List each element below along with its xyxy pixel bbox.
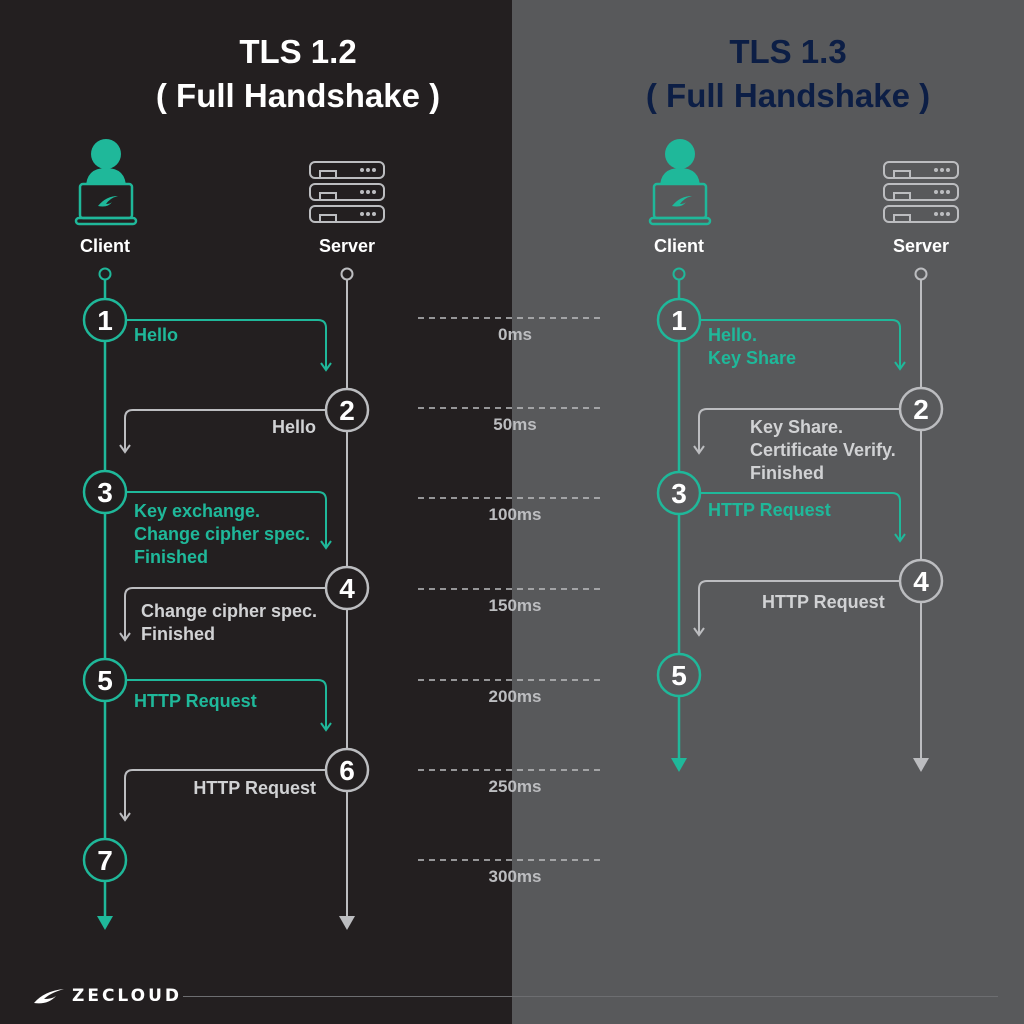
timeline-label: 100ms bbox=[488, 505, 542, 524]
timeline-label: 150ms bbox=[488, 596, 542, 615]
tls12-step-number-1: 1 bbox=[97, 305, 113, 336]
tls13-message-arrow-4 bbox=[698, 580, 900, 635]
tls12-title-subtitle: ( Full Handshake ) bbox=[155, 77, 441, 114]
tls12-message-label-1: Hello bbox=[134, 325, 179, 345]
tls13-arrowhead-3 bbox=[894, 533, 906, 543]
tls13-step-circle-1 bbox=[656, 297, 702, 343]
tls12-server-lifeline-start bbox=[340, 267, 354, 281]
tls13-server-lifeline-start bbox=[914, 267, 928, 281]
tls12-message-label-6: HTTP Request bbox=[193, 778, 316, 798]
tls13-client-icon bbox=[648, 139, 712, 226]
tls12-step-circle-1 bbox=[82, 297, 128, 343]
tls13-step-number-1: 1 bbox=[671, 305, 687, 336]
tls12-arrowhead-5 bbox=[320, 722, 332, 732]
tls12-arrowhead-2 bbox=[119, 444, 131, 454]
brand-name: ZECLOUD bbox=[72, 986, 183, 1006]
tls12-client-lifeline-start bbox=[98, 267, 112, 281]
tls13-client-lifeline-start bbox=[672, 267, 686, 281]
tls12-step-circle-7 bbox=[82, 837, 128, 883]
tls13-message-arrow-3 bbox=[700, 492, 901, 541]
tls12-step-circle-5 bbox=[82, 657, 128, 703]
step-markers: 1 2 3 4 5 6 7 1 2 3 4 5 bbox=[82, 297, 944, 883]
tls12-message-arrow-6 bbox=[124, 769, 326, 820]
tls13-message-label-2: Key Share. Certificate Verify. Finished bbox=[750, 417, 896, 483]
tls13-client-label: Client bbox=[653, 236, 704, 256]
tls12-step-number-3: 3 bbox=[97, 477, 113, 508]
tls13-step-number-4: 4 bbox=[913, 566, 929, 597]
timeline-label: 50ms bbox=[493, 415, 537, 434]
tls13-step-number-5: 5 bbox=[671, 660, 687, 691]
tls12-message-arrow-3 bbox=[126, 491, 327, 548]
tls12-message-arrow-4 bbox=[124, 587, 326, 640]
tls12-client-lifeline-end-arrow bbox=[97, 916, 113, 930]
tls13-message-arrow-2 bbox=[698, 408, 900, 453]
tls13-client-lifeline-end-arrow bbox=[671, 758, 687, 772]
tls13-step-number-3: 3 bbox=[671, 478, 687, 509]
footer-divider bbox=[183, 996, 998, 997]
tls12-message-label-5: HTTP Request bbox=[134, 691, 257, 711]
tls13-title: TLS 1.3 ( Full Handshake ) bbox=[588, 30, 988, 118]
tls12-message-arrow-1 bbox=[126, 319, 327, 370]
tls12-message-label-4: Change cipher spec. Finished bbox=[141, 601, 318, 644]
tls12-client-label: Client bbox=[79, 236, 130, 256]
tls12-message-arrow-5 bbox=[126, 679, 327, 730]
tls13-step-number-2: 2 bbox=[913, 394, 929, 425]
tls12-step-circle-3 bbox=[82, 469, 128, 515]
timeline-gridlines bbox=[418, 317, 600, 861]
timeline-label: 200ms bbox=[488, 687, 542, 706]
tls13-message-arrow-1 bbox=[700, 319, 901, 369]
timeline-label: 250ms bbox=[488, 777, 542, 796]
tls13-title-version: TLS 1.3 bbox=[729, 33, 847, 70]
tls12-title-version: TLS 1.2 bbox=[239, 33, 357, 70]
timeline-label: 300ms bbox=[488, 867, 542, 886]
tls12-client-icon bbox=[74, 139, 138, 226]
tls12-title: TLS 1.2 ( Full Handshake ) bbox=[98, 30, 498, 118]
tls12-message-label-3: Key exchange. Change cipher spec. Finish… bbox=[134, 501, 311, 567]
tls12-step-circle-4 bbox=[324, 565, 370, 611]
timeline-label: 0ms bbox=[497, 325, 533, 344]
tls12-step-number-6: 6 bbox=[339, 755, 355, 786]
tls13-panel bbox=[512, 0, 1024, 1024]
tls13-server-lifeline-end-arrow bbox=[913, 758, 929, 772]
tls13-step-circle-3 bbox=[656, 470, 702, 516]
brand-logo: ZECLOUD bbox=[32, 984, 182, 1008]
tls13-arrowhead-4 bbox=[693, 627, 705, 637]
tls12-server-icon bbox=[309, 161, 385, 223]
tls12-step-number-2: 2 bbox=[339, 395, 355, 426]
tls12-step-circle-2 bbox=[324, 387, 370, 433]
tls13-message-label-4: HTTP Request bbox=[762, 592, 885, 612]
tls12-arrowhead-4 bbox=[119, 632, 131, 642]
tls12-server-lifeline-end-arrow bbox=[339, 916, 355, 930]
tls13-arrowhead-2 bbox=[693, 445, 705, 455]
tls13-arrowhead-1 bbox=[894, 361, 906, 371]
tls12-step-circle-6 bbox=[324, 747, 370, 793]
tls13-server-icon bbox=[883, 161, 959, 223]
tls12-server-label: Server bbox=[318, 236, 376, 256]
tls13-message-label-1: Hello. Key Share bbox=[708, 325, 797, 368]
tls13-message-label-3: HTTP Request bbox=[708, 500, 831, 520]
tls12-step-number-5: 5 bbox=[97, 665, 113, 696]
zecloud-swoosh-icon bbox=[34, 989, 64, 1004]
tls13-server-label: Server bbox=[892, 236, 950, 256]
tls13-step-circle-5 bbox=[656, 652, 702, 698]
tls12-step-number-7: 7 bbox=[97, 845, 113, 876]
tls12-arrowhead-1 bbox=[320, 362, 332, 372]
tls12-step-number-4: 4 bbox=[339, 573, 355, 604]
tls13-step-circle-2 bbox=[898, 386, 944, 432]
message-arrows bbox=[119, 319, 906, 822]
tls12-arrowhead-3 bbox=[320, 540, 332, 550]
tls12-arrowhead-6 bbox=[119, 812, 131, 822]
tls12-message-arrow-2 bbox=[124, 409, 326, 452]
tls12-message-label-2: Hello bbox=[271, 417, 316, 437]
tls13-title-subtitle: ( Full Handshake ) bbox=[645, 77, 931, 114]
tls13-step-circle-4 bbox=[898, 558, 944, 604]
